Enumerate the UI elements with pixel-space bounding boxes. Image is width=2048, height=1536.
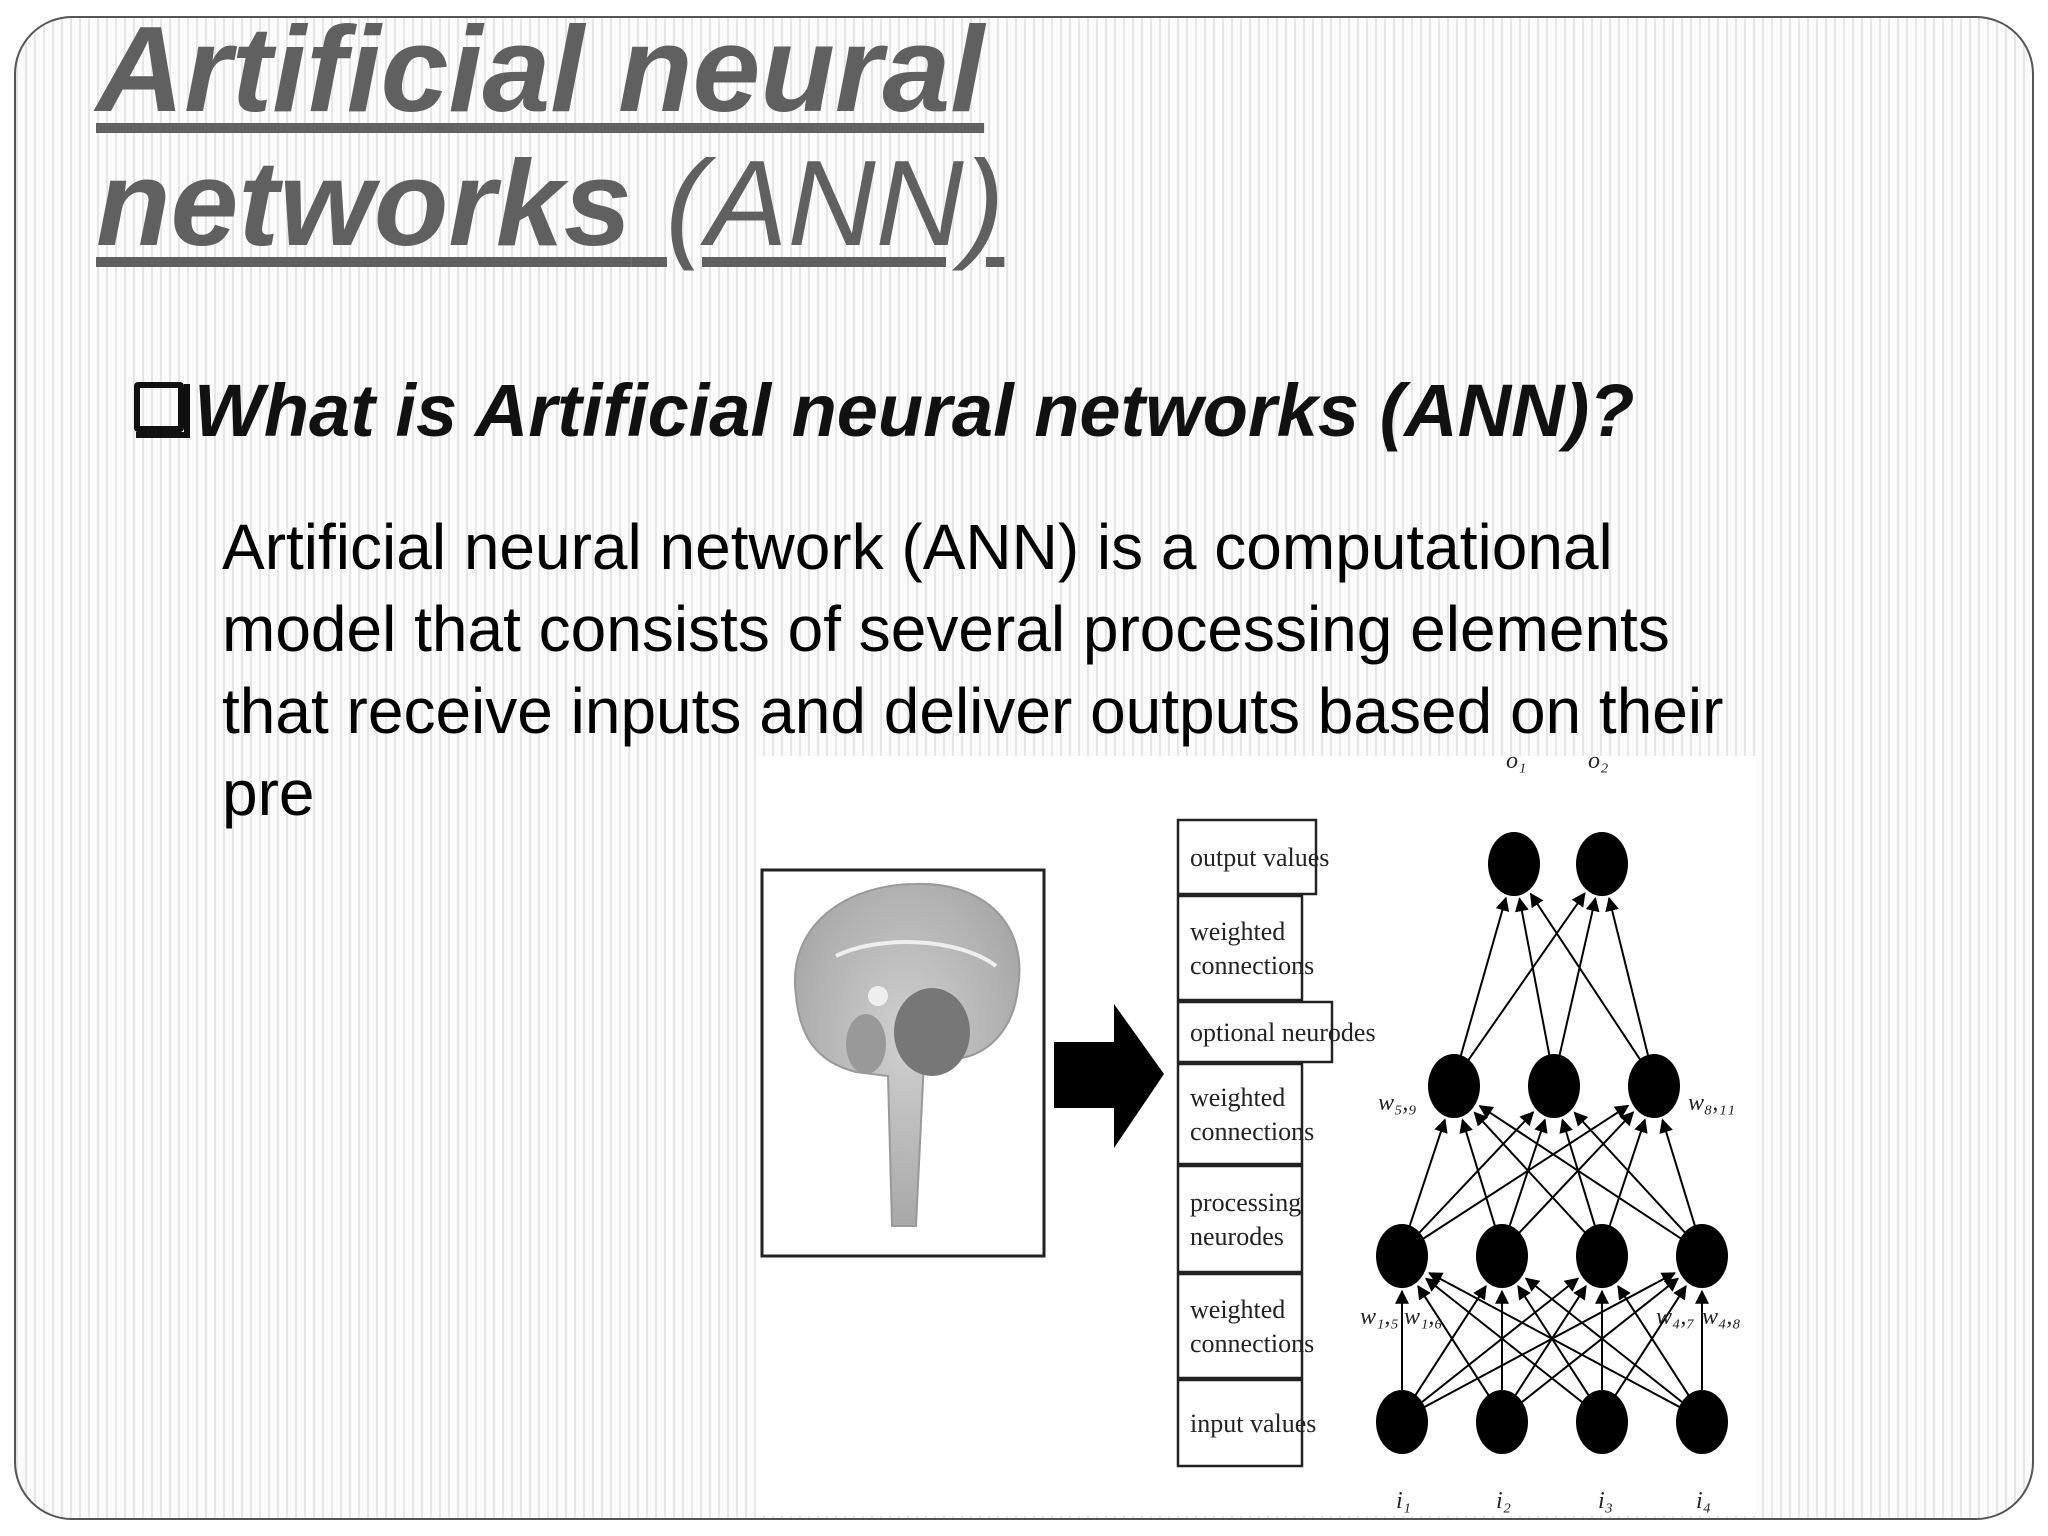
title-line-1: Artificial neural [96, 16, 985, 137]
input-label-4: i₄ [1696, 1488, 1711, 1514]
brain-illustration [760, 868, 1046, 1258]
output-label-2: o₂ [1588, 756, 1608, 774]
slide: Artificial neural networks (ANN) What is… [14, 16, 2034, 1520]
neuron-node [1376, 1224, 1428, 1288]
connection-edge [1416, 1111, 1535, 1236]
connection-edge [1417, 1284, 1491, 1398]
slide-title: Artificial neural networks (ANN) [96, 16, 1004, 270]
connection-edge [1466, 892, 1586, 1063]
connection-edge [1605, 896, 1650, 1059]
neuron-node [1376, 1390, 1428, 1454]
weight-label-w47: w₄,₇ [1656, 1304, 1695, 1330]
connection-edge [1424, 1277, 1585, 1405]
neuron-node [1528, 1054, 1580, 1118]
neuron-node [1476, 1390, 1528, 1454]
network-connections [1395, 892, 1709, 1409]
connection-edge [1422, 1272, 1676, 1409]
connection-edge [1516, 1111, 1635, 1236]
connection-edge [1473, 1111, 1588, 1235]
neuron-node [1628, 1054, 1680, 1118]
weight-label-w15: w₁,₅ [1360, 1304, 1399, 1330]
connection-edge [1420, 1104, 1630, 1241]
input-label-1: i₁ [1396, 1488, 1411, 1514]
connection-edge [1613, 1284, 1687, 1398]
checkbox-bullet-icon [134, 382, 190, 438]
connection-edge [1413, 1284, 1487, 1398]
neuron-node [1576, 832, 1628, 896]
title-line-2: networks (ANN) [96, 136, 1004, 270]
connection-edge [1659, 1118, 1697, 1229]
body-paragraph: Artificial neural network (ANN) is a com… [222, 511, 1724, 829]
neuron-node [1576, 1224, 1628, 1288]
connection-edge [1617, 1284, 1691, 1398]
connection-edge [1573, 1111, 1688, 1235]
connection-edge [1519, 1277, 1680, 1405]
connection-edge [1407, 1118, 1448, 1229]
connection-edge [1459, 1118, 1497, 1229]
connection-edge [1513, 1284, 1587, 1398]
output-label-1: o₁ [1506, 756, 1526, 774]
neuron-node [1576, 1390, 1628, 1454]
weight-label-w811: w₈,₁₁ [1688, 1090, 1735, 1116]
neuron-node [1676, 1224, 1728, 1288]
connection-edge [1607, 1118, 1648, 1229]
input-label-2: i₂ [1496, 1488, 1511, 1514]
connection-edge [1524, 1277, 1685, 1405]
layer-box [1176, 1000, 1334, 1064]
neuron-node [1676, 1390, 1728, 1454]
connection-edge [1428, 1272, 1682, 1409]
big-arrow-icon [1054, 1004, 1164, 1148]
layer-box [1176, 1062, 1304, 1166]
connection-edge [1557, 897, 1600, 1059]
layer-label: optional neurodes [1190, 1018, 1376, 1047]
connection-edge [1507, 1118, 1548, 1229]
layer-box [1176, 1378, 1304, 1468]
layer-box [1176, 1272, 1304, 1380]
layer-box [1176, 818, 1318, 896]
neuron-node [1476, 1224, 1528, 1288]
title-ann: (ANN) [665, 135, 1005, 271]
weight-label-w16: w₁,₆ [1404, 1304, 1443, 1330]
network-nodes [1376, 832, 1728, 1454]
title-networks: networks [96, 135, 632, 271]
connection-edge [1559, 1118, 1597, 1229]
connection-edge [1529, 892, 1643, 1063]
neuron-node [1428, 1054, 1480, 1118]
question-heading: What is Artificial neural networks (ANN)… [134, 368, 1634, 453]
layer-box [1176, 1164, 1304, 1274]
layer-box [1176, 894, 1304, 1002]
layer-label: output values [1190, 843, 1329, 872]
input-label-3: i₃ [1598, 1488, 1613, 1514]
connection-edge [1459, 896, 1510, 1059]
connection-edge [1515, 897, 1551, 1058]
weight-label-w59: w₅,₉ [1378, 1090, 1417, 1116]
weight-label-w48: w₄,₈ [1702, 1304, 1741, 1330]
question-text: What is Artificial neural networks (ANN)… [194, 369, 1635, 452]
connection-edge [1517, 1284, 1591, 1398]
layer-label: input values [1190, 1409, 1316, 1438]
connection-edge [1478, 1105, 1684, 1241]
neuron-node [1488, 832, 1540, 896]
